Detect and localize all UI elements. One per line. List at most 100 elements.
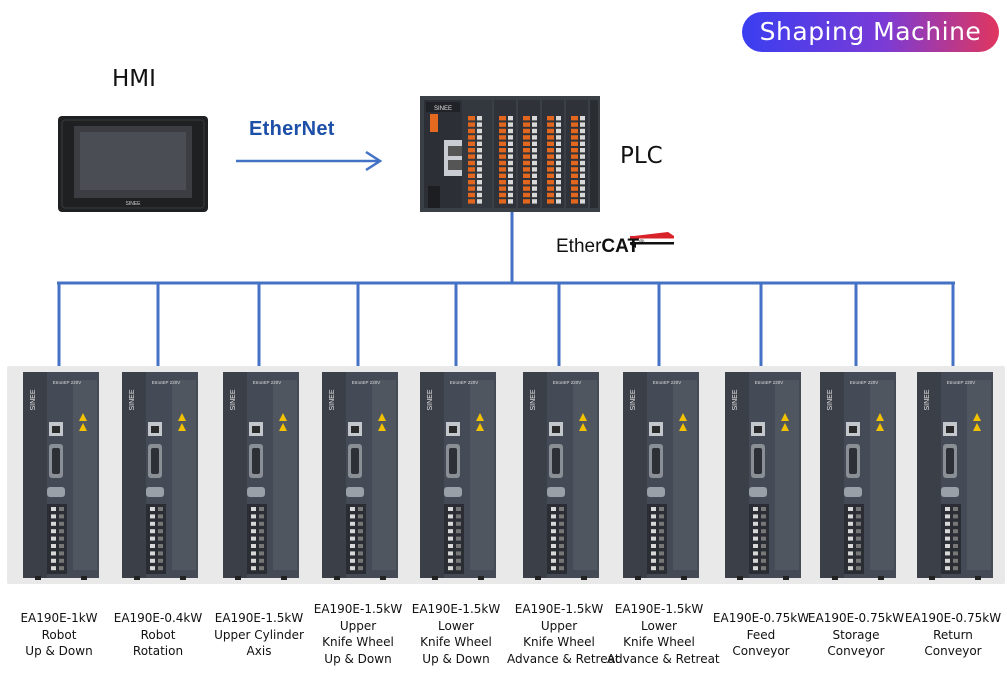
ethercat-prefix: Ether xyxy=(556,236,602,257)
drive-caption-line: Lower xyxy=(438,618,474,633)
warning-icon xyxy=(178,423,186,431)
servo-drive-3: SINEE EtronEP 220V xyxy=(207,366,311,584)
drive-caption-line: Conveyor xyxy=(827,644,885,658)
drive-model-tag: EtronEP 220V xyxy=(553,380,581,385)
drive-caption-line: Upper xyxy=(540,618,578,633)
servo-drive-2: SINEE EtronEP 220V xyxy=(106,366,210,584)
drive-brand: SINEE xyxy=(30,389,37,410)
ethercat-arrow-icon xyxy=(630,232,674,248)
warning-icon xyxy=(579,413,587,421)
plc-device: SINEE xyxy=(420,96,600,212)
drive-caption-line: Return xyxy=(933,627,973,642)
servo-drive-1: SINEE EtronEP 220V xyxy=(7,366,111,584)
drive-model-tag: EtronEP 220V xyxy=(253,380,281,385)
warning-icon xyxy=(79,423,87,431)
drive-caption-line: Knife Wheel xyxy=(420,635,492,649)
drive-caption-line: EA190E-0.75kW xyxy=(807,611,905,625)
drive-caption-line: Conveyor xyxy=(732,644,790,658)
drive-model-tag: EtronEP 220V xyxy=(850,380,878,385)
drive-caption-line: Up & Down xyxy=(324,651,392,666)
drive-caption-line: Upper xyxy=(339,618,377,633)
drive-brand: SINEE xyxy=(129,389,136,410)
servo-drive-7: SINEE EtronEP 220V xyxy=(607,366,711,584)
drive-model-tag: EtronEP 220V xyxy=(53,380,81,385)
drive-caption-line: EA190E-1.5kW xyxy=(514,602,604,616)
drive-caption-line: Rotation xyxy=(132,644,184,658)
warning-icon xyxy=(378,423,386,431)
drive-brand: SINEE xyxy=(230,389,237,410)
drive-model-tag: EtronEP 220V xyxy=(947,380,975,385)
warning-icon xyxy=(973,413,981,421)
drive-brand: SINEE xyxy=(732,389,739,410)
drive-caption-line: EA190E-0.75kW xyxy=(712,611,810,625)
warning-icon xyxy=(679,423,687,431)
ethernet-logo: EtherNet xyxy=(249,118,335,140)
drive-caption-line: Knife Wheel xyxy=(623,635,695,649)
servo-drive-6: SINEE EtronEP 220V xyxy=(507,366,611,584)
warning-icon xyxy=(876,413,884,421)
ethercat-logo: EtherCAT® xyxy=(556,236,644,258)
drive-model-tag: EtronEP 220V xyxy=(352,380,380,385)
hmi-device: SINEE xyxy=(58,116,208,212)
drive-caption-line: EA190E-0.75kW xyxy=(904,611,1002,625)
drive-caption-line: Up & Down xyxy=(25,644,93,658)
drive-caption-line: Advance & Retreat xyxy=(507,651,620,666)
drive-brand: SINEE xyxy=(427,389,434,410)
warning-icon xyxy=(79,413,87,421)
warning-icon xyxy=(679,413,687,421)
drive-caption-line: EA190E-0.4kW xyxy=(113,611,203,625)
drive-caption-line: Upper Cylinder xyxy=(214,627,304,642)
drive-caption-line: Axis xyxy=(246,644,272,658)
drive-caption-line: Up & Down xyxy=(422,651,490,666)
plc-brand: SINEE xyxy=(434,106,452,112)
drive-caption-line: Advance & Retreat xyxy=(607,651,720,666)
servo-drive-10: SINEE EtronEP 220V xyxy=(901,366,1005,584)
servo-drive-8: SINEE EtronEP 220V xyxy=(709,366,813,584)
warning-icon xyxy=(781,423,789,431)
warning-icon xyxy=(579,423,587,431)
warning-icon xyxy=(476,413,484,421)
drive-brand: SINEE xyxy=(329,389,336,410)
warning-icon xyxy=(876,423,884,431)
drive-model-tag: EtronEP 220V xyxy=(755,380,783,385)
shaping-machine-badge: Shaping Machine xyxy=(742,12,999,52)
drive-brand: SINEE xyxy=(530,389,537,410)
drive-caption-line: Storage xyxy=(832,627,880,642)
drive-caption-line: Conveyor xyxy=(924,644,982,658)
hmi-brand: SINEE xyxy=(125,201,141,207)
warning-icon xyxy=(279,413,287,421)
drive-caption-line: Lower xyxy=(641,618,677,633)
drive-caption-line: EA190E-1.5kW xyxy=(214,611,304,625)
drive-caption-line: EA190E-1.5kW xyxy=(614,602,704,616)
drive-caption-line: EA190E-1.5kW xyxy=(411,602,501,616)
servo-drives: SINEE EtronEP 220V SINEE EtronEP 220V SINEE E… xyxy=(7,366,1005,584)
ethercat-bus xyxy=(57,212,955,370)
plc-label: PLC xyxy=(620,143,663,169)
ethercat-suffix: CAT xyxy=(601,236,640,257)
warning-icon xyxy=(781,413,789,421)
drive-caption-line: Robot xyxy=(140,627,176,642)
hmi-label: HMI xyxy=(112,66,156,92)
drive-brand: SINEE xyxy=(924,389,931,410)
servo-drive-4: SINEE EtronEP 220V xyxy=(306,366,410,584)
drive-caption-line: Knife Wheel xyxy=(322,635,394,649)
drive-model-tag: EtronEP 220V xyxy=(152,380,180,385)
drive-caption-line: Knife Wheel xyxy=(523,635,595,649)
drive-brand: SINEE xyxy=(630,389,637,410)
drive-caption-line: EA190E-1.5kW xyxy=(313,602,403,616)
warning-icon xyxy=(178,413,186,421)
drive-caption-line: Feed xyxy=(746,627,776,642)
drive-model-tag: EtronEP 220V xyxy=(653,380,681,385)
